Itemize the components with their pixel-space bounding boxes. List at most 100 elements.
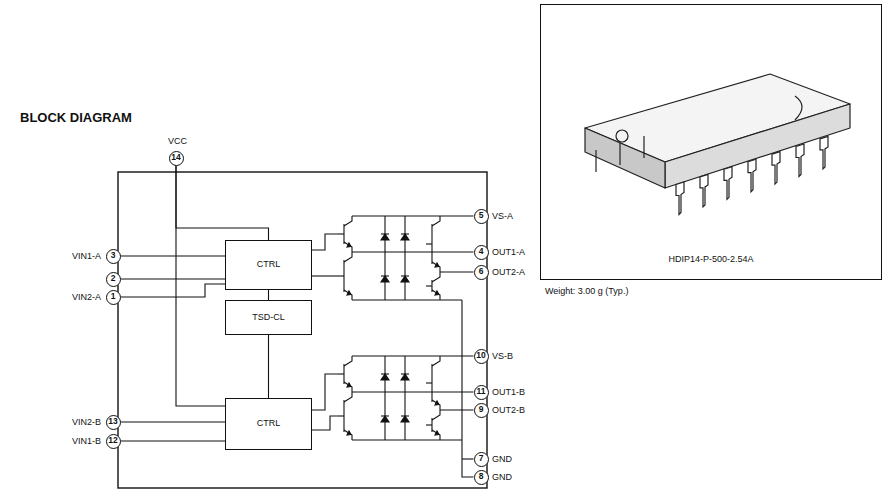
diode-symbol — [401, 276, 409, 282]
wire — [404, 216, 405, 300]
wire — [352, 391, 474, 392]
pin-number: 7 — [474, 452, 489, 467]
pin-number: 13 — [106, 415, 121, 430]
wire — [426, 424, 432, 425]
pin-name: GND — [492, 453, 512, 465]
wire — [404, 356, 405, 440]
package-photo-box: HDIP14-P-500-2.54A — [540, 4, 882, 280]
pin-number: 3 — [111, 251, 116, 260]
signal-wire — [176, 166, 269, 241]
wire — [432, 400, 440, 410]
wire — [426, 285, 432, 286]
transistor-arrow — [347, 431, 351, 435]
signal-wire — [268, 335, 269, 398]
pin-name: OUT2-B — [492, 404, 525, 416]
ic-lead — [724, 167, 732, 200]
wire — [344, 216, 352, 226]
wire — [338, 373, 344, 374]
section-title: BLOCK DIAGRAM — [20, 110, 132, 126]
wire — [384, 356, 385, 440]
wire — [381, 373, 389, 374]
pin-name: OUT1-B — [492, 386, 525, 398]
transistor-arrow — [347, 291, 351, 295]
wire — [344, 290, 352, 300]
wire — [312, 234, 338, 250]
wire — [312, 275, 338, 276]
pin-number: 2 — [111, 274, 116, 283]
pin-name: GND — [492, 471, 512, 483]
pin-name: OUT2-A — [492, 266, 525, 278]
ic-lead — [676, 182, 684, 215]
signal-wire — [121, 284, 226, 297]
pin-number: 10 — [474, 349, 489, 364]
ic-lead — [796, 144, 804, 177]
signal-wire — [121, 440, 226, 441]
wire — [440, 271, 474, 272]
wire — [432, 290, 440, 300]
pin-number: 11 — [474, 385, 489, 400]
pin-number: 1 — [106, 290, 121, 305]
pin-number: 2 — [106, 272, 121, 287]
protection-block: TSD-CL — [225, 300, 312, 335]
wire — [344, 252, 352, 262]
diode-symbol — [381, 374, 389, 380]
pin-number: 14 — [171, 153, 180, 162]
ic-outline — [118, 172, 487, 488]
wire — [432, 356, 440, 366]
wire — [352, 251, 474, 252]
ic-package-drawing — [585, 74, 850, 188]
ic-lead — [748, 159, 756, 192]
diode-symbol — [401, 374, 409, 380]
wire — [352, 215, 474, 216]
diode-symbol — [401, 416, 409, 422]
pin-number: 5 — [474, 209, 489, 224]
pin-number: 4 — [474, 245, 489, 260]
pin-number: 3 — [106, 249, 121, 264]
wire — [432, 430, 440, 440]
wire — [381, 233, 389, 234]
wire — [462, 300, 474, 477]
block-label: TSD-CL — [252, 313, 285, 323]
pin-number: 12 — [106, 434, 121, 449]
pin-name: VIN2-A — [72, 291, 101, 303]
pin-number: 1 — [111, 292, 116, 301]
wire — [338, 275, 344, 276]
wire — [401, 415, 409, 416]
pin-number: 14 — [169, 151, 184, 166]
block-label: CTRL — [257, 419, 281, 429]
wire — [401, 373, 409, 374]
pin-number: 7 — [479, 454, 484, 463]
wire — [432, 272, 440, 282]
pin-number: 13 — [108, 417, 117, 426]
ic-lead-rear — [643, 136, 644, 158]
transistor-arrow — [435, 431, 439, 435]
pin-number: 9 — [474, 403, 489, 418]
wire — [338, 415, 344, 416]
wire — [384, 216, 385, 300]
pin-name: OUT1-A — [492, 246, 525, 258]
pin-name: VIN2-B — [72, 416, 101, 428]
package-name: HDIP14-P-500-2.54A — [668, 255, 753, 265]
h-bridge-circuits — [312, 216, 474, 477]
transistor-arrow — [347, 243, 351, 247]
wire — [432, 216, 440, 226]
ic-lead-rear — [619, 143, 620, 165]
control-block: CTRL — [225, 398, 312, 450]
wire — [338, 233, 344, 234]
ic-leads — [596, 136, 828, 215]
wire — [344, 242, 352, 252]
wire — [312, 374, 338, 410]
wire — [426, 382, 432, 383]
wire — [432, 410, 440, 420]
ic-lead — [772, 152, 780, 185]
signal-wire — [121, 421, 226, 422]
diode-symbol — [381, 234, 389, 240]
pin-number: 8 — [474, 470, 489, 485]
wire — [432, 262, 440, 272]
wire — [440, 409, 474, 410]
transistor-arrow — [435, 401, 439, 405]
pin-name: VCC — [168, 135, 187, 147]
